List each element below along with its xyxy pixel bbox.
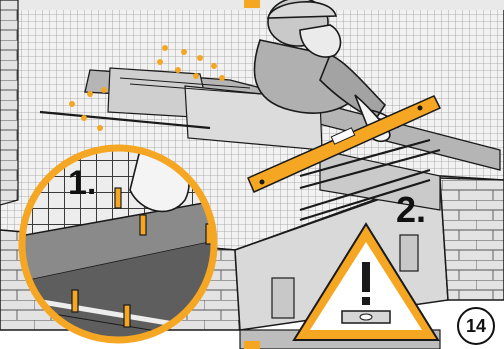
step-2-label: 2. <box>396 192 426 228</box>
left-wall <box>0 0 18 205</box>
page-number: 14 <box>466 316 486 337</box>
page-number-badge: 14 <box>457 307 495 345</box>
bottom-orange-marker <box>244 341 260 349</box>
top-orange-marker <box>244 0 260 8</box>
step-1-label: 1. <box>68 166 96 200</box>
exclamation-icon <box>362 262 370 292</box>
